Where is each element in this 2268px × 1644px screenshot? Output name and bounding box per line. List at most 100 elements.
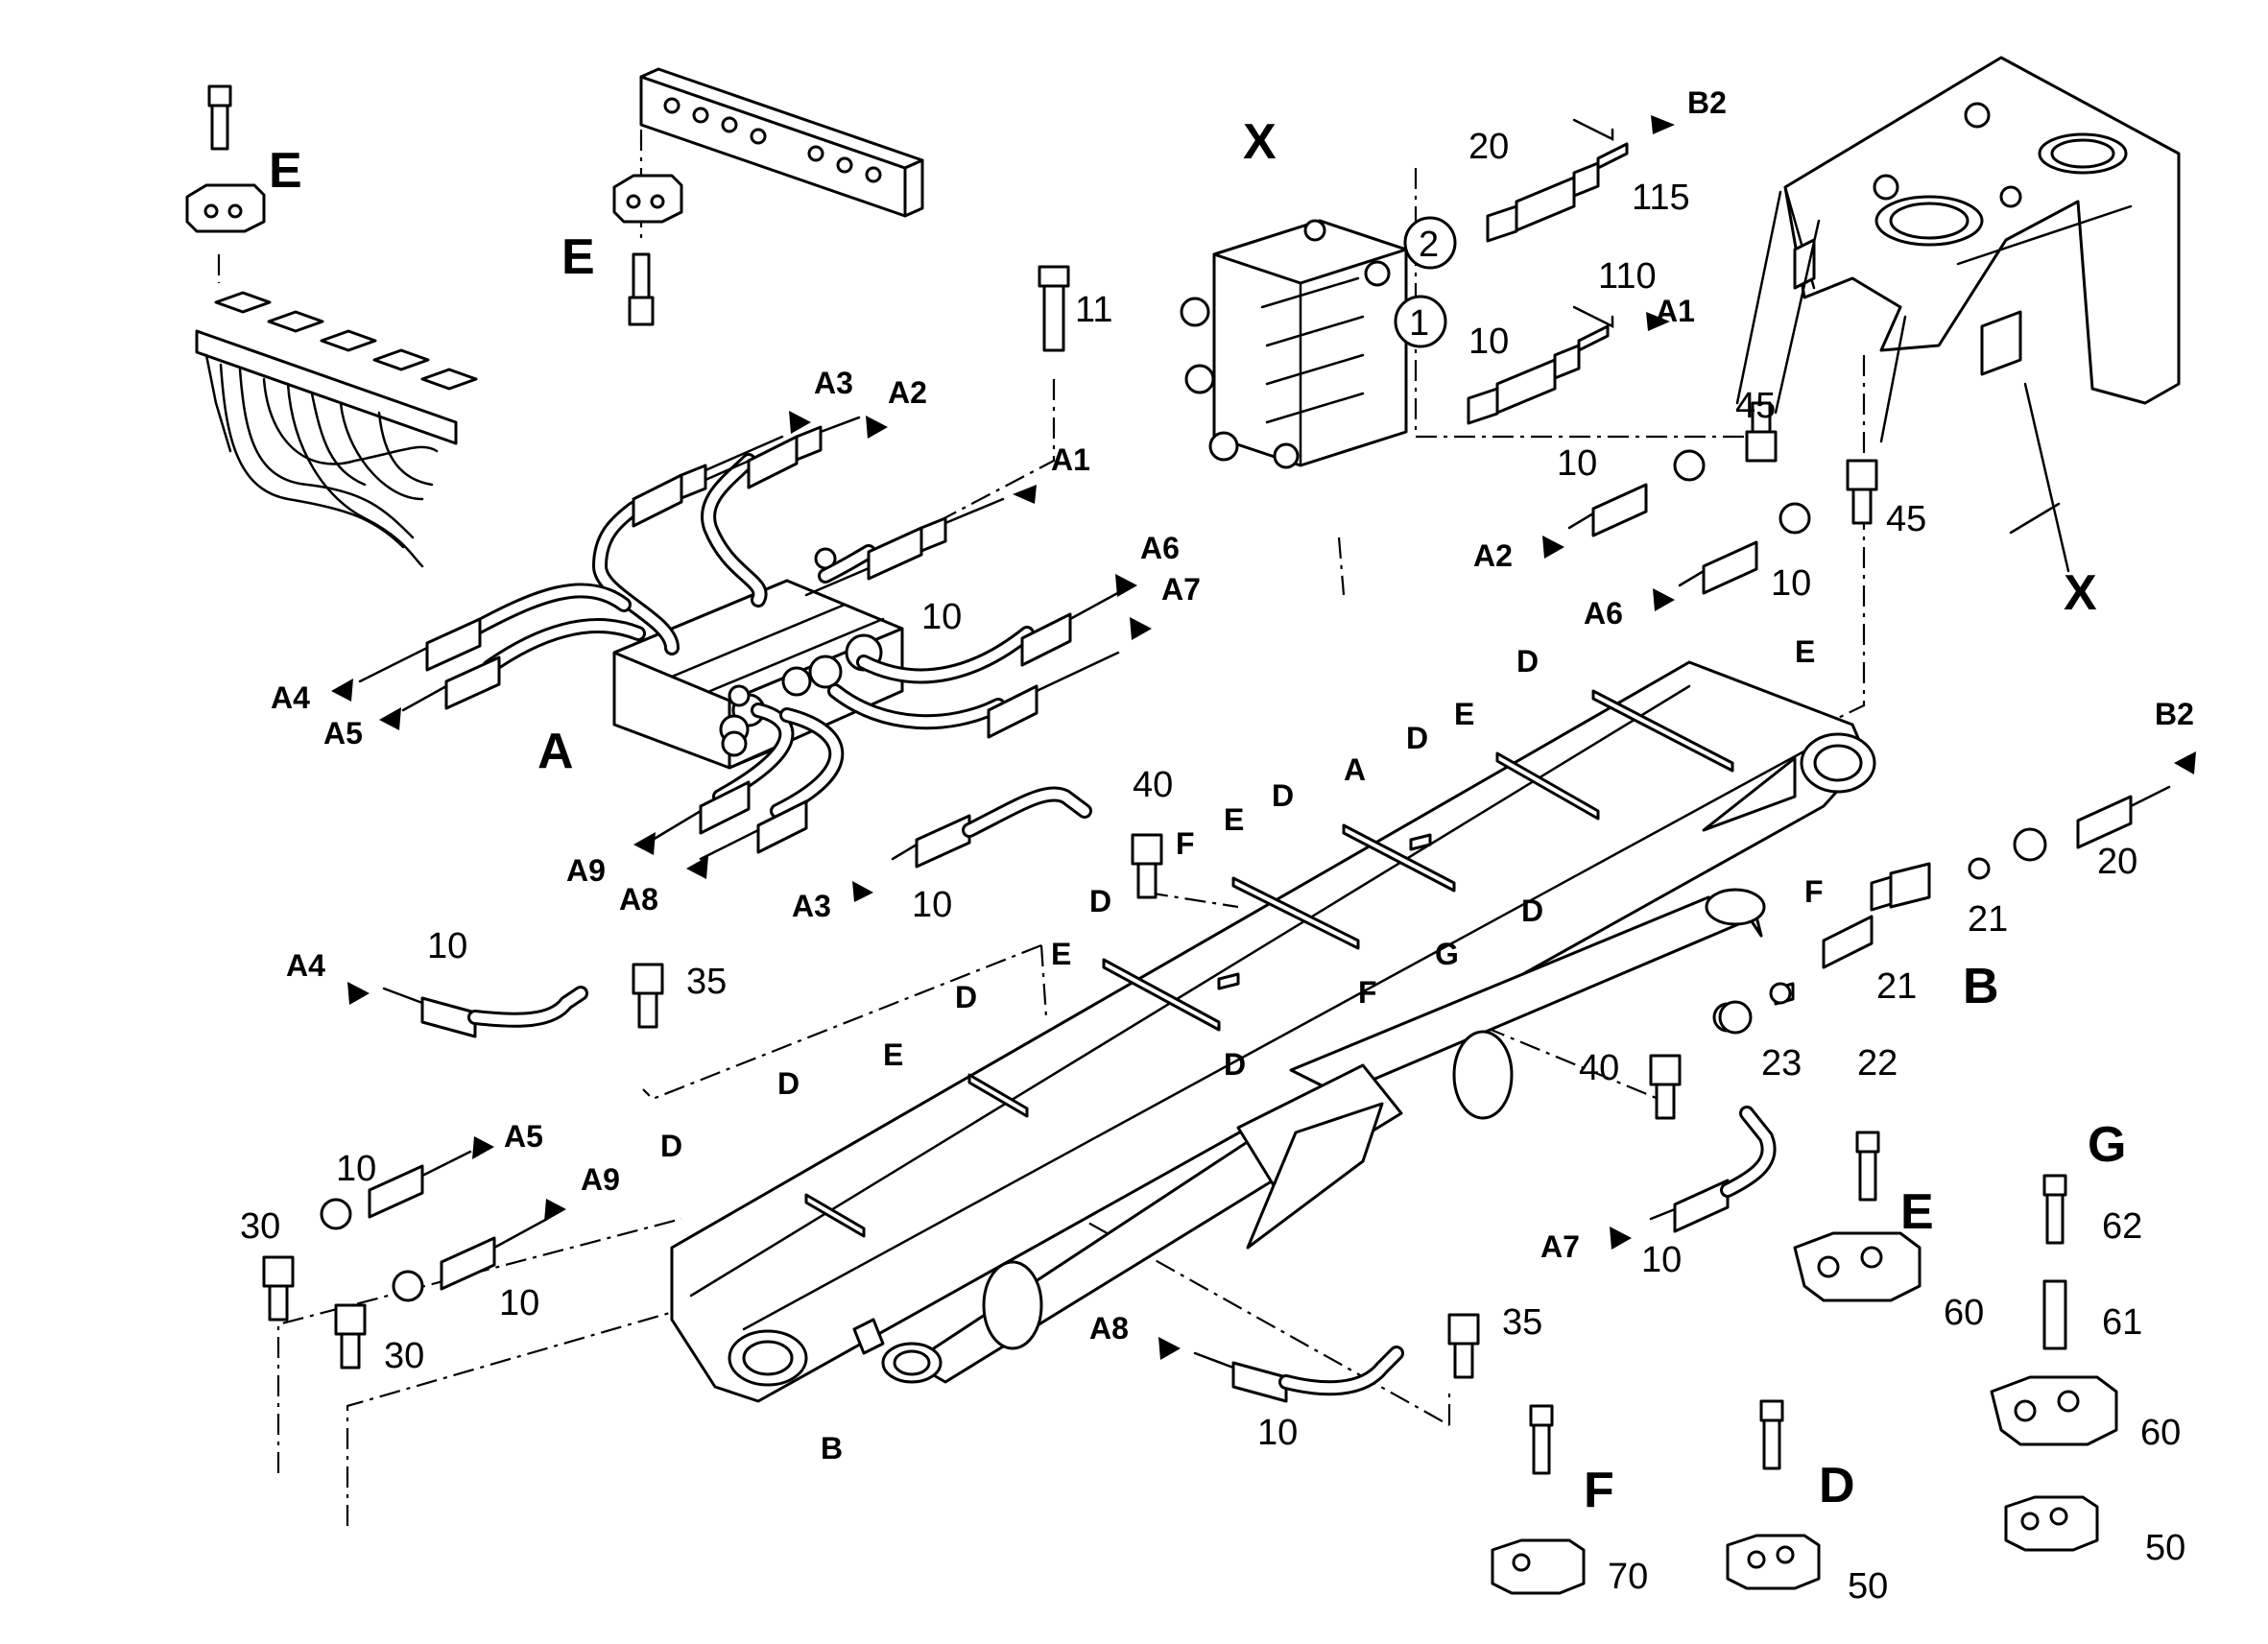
- label-20-top: 20: [1468, 127, 1509, 167]
- label-d-2: D: [1406, 721, 1428, 755]
- label-a9-top: A9: [566, 853, 606, 888]
- label-g: G: [2088, 1117, 2126, 1173]
- top-hose-fittings: [1467, 118, 1629, 425]
- label-e-top-left: E: [269, 143, 302, 199]
- label-115: 115: [1632, 178, 1690, 218]
- label-g-boom: G: [1435, 937, 1459, 971]
- label-30-right: 30: [384, 1336, 424, 1376]
- hose-fittings: [320, 416, 2171, 1403]
- label-45-left: 45: [1735, 386, 1776, 426]
- machine-chassis: [1735, 56, 2181, 573]
- label-a7-low: A7: [1540, 1229, 1580, 1264]
- label-a8-low: A8: [1089, 1311, 1129, 1346]
- label-e-top: E: [561, 229, 595, 285]
- label-a6-right: A6: [1584, 596, 1623, 631]
- label-a-boom: A: [1344, 752, 1366, 787]
- label-e-1: E: [1795, 634, 1815, 669]
- label-d-5: D: [1089, 884, 1111, 918]
- label-62: 62: [2102, 1206, 2142, 1247]
- top-bracket-rail: [612, 67, 924, 326]
- valve-pipes: [467, 453, 1035, 819]
- circled-refs: 2 1: [1394, 216, 1457, 348]
- callout-1: [1394, 295, 1447, 348]
- label-50-g: 50: [2145, 1528, 2185, 1568]
- label-a2-right: A2: [1473, 538, 1513, 573]
- label-23: 23: [1761, 1043, 1802, 1084]
- label-a6-mid: A6: [1140, 531, 1180, 565]
- label-61: 61: [2102, 1302, 2142, 1343]
- label-60-e: 60: [1944, 1293, 1984, 1333]
- label-a: A: [537, 724, 574, 779]
- label-b2-right: B2: [2155, 697, 2194, 731]
- label-a5-top: A5: [323, 716, 363, 751]
- label-a5-low: A5: [504, 1119, 543, 1154]
- label-35-right: 35: [1502, 1302, 1542, 1343]
- label-e-right: E: [1900, 1184, 1934, 1240]
- label-10-a9: 10: [499, 1283, 539, 1323]
- label-e-3: E: [1224, 802, 1244, 837]
- label-f-3: F: [1358, 975, 1377, 1010]
- label-d: D: [1819, 1458, 1855, 1513]
- label-110: 110: [1598, 256, 1657, 297]
- label-e-5: E: [883, 1037, 903, 1072]
- label-a1-top: A1: [1656, 294, 1695, 328]
- label-a4-top: A4: [271, 680, 310, 715]
- label-b2-top: B2: [1687, 85, 1727, 120]
- label-a1-mid: A1: [1051, 442, 1090, 477]
- flow-arrows: [331, 115, 2196, 1360]
- label-a3-top: A3: [814, 366, 853, 400]
- boom-arm: [670, 660, 1876, 1403]
- label-10-a8: 10: [1257, 1413, 1298, 1453]
- label-11: 11: [1075, 290, 1112, 330]
- label-45-right: 45: [1886, 499, 1926, 539]
- label-10-a7: 10: [1641, 1240, 1682, 1280]
- label-a8-top: A8: [619, 882, 658, 917]
- label-10-right-a: 10: [1557, 443, 1597, 484]
- label-21-bottom: 21: [1876, 966, 1917, 1007]
- label-x-right: X: [2064, 565, 2097, 621]
- label-f: F: [1584, 1463, 1614, 1518]
- label-40-right: 40: [1579, 1048, 1619, 1088]
- label-10-left: 10: [427, 926, 467, 966]
- label-30-left: 30: [240, 1206, 280, 1247]
- label-e-2: E: [1454, 697, 1474, 731]
- label-d-9: D: [660, 1129, 682, 1163]
- label-d-7: D: [1224, 1047, 1246, 1082]
- valve-block-x: [1180, 219, 1408, 469]
- label-20-right: 20: [2097, 842, 2137, 882]
- label-10-mid: 10: [912, 885, 952, 925]
- label-10-valve: 10: [921, 597, 962, 637]
- label-22: 22: [1857, 1043, 1898, 1084]
- label-a4-mid: A4: [286, 948, 325, 983]
- tee-fittings: [262, 265, 1878, 1379]
- label-10-right-b: 10: [1771, 563, 1811, 604]
- hydraulic-cylinder: [881, 888, 1766, 1384]
- label-d-6: D: [955, 980, 977, 1014]
- top-left-bracket-assembly: [185, 84, 478, 568]
- label-f-2: F: [1176, 826, 1195, 861]
- label-a3-mid: A3: [792, 889, 831, 923]
- label-d-8: D: [777, 1066, 800, 1101]
- callout-1-text: 1: [1409, 303, 1429, 344]
- label-d-1: D: [1516, 644, 1539, 679]
- label-50-d: 50: [1848, 1566, 1888, 1607]
- label-d-3: D: [1272, 778, 1294, 813]
- label-b: B: [1963, 959, 1999, 1014]
- label-d-4: D: [1521, 893, 1543, 928]
- label-a9-low: A9: [581, 1162, 620, 1197]
- callout-2: [1403, 216, 1457, 270]
- label-35-left: 35: [686, 962, 727, 1002]
- label-60-g: 60: [2140, 1413, 2181, 1453]
- label-40-top: 40: [1133, 765, 1173, 805]
- label-10-top: 10: [1468, 322, 1509, 362]
- label-70: 70: [1608, 1557, 1648, 1597]
- part-labels: E E X X A B G E F D 11 20 115 110 10 45 …: [240, 85, 2194, 1607]
- callout-2-text: 2: [1419, 225, 1439, 265]
- label-21-top: 21: [1968, 899, 2008, 940]
- label-a2-top: A2: [888, 375, 927, 410]
- label-b-boom: B: [821, 1431, 843, 1465]
- label-a7-mid: A7: [1161, 572, 1201, 607]
- clamp-parts: [1491, 875, 2118, 1595]
- label-x-top: X: [1243, 114, 1277, 170]
